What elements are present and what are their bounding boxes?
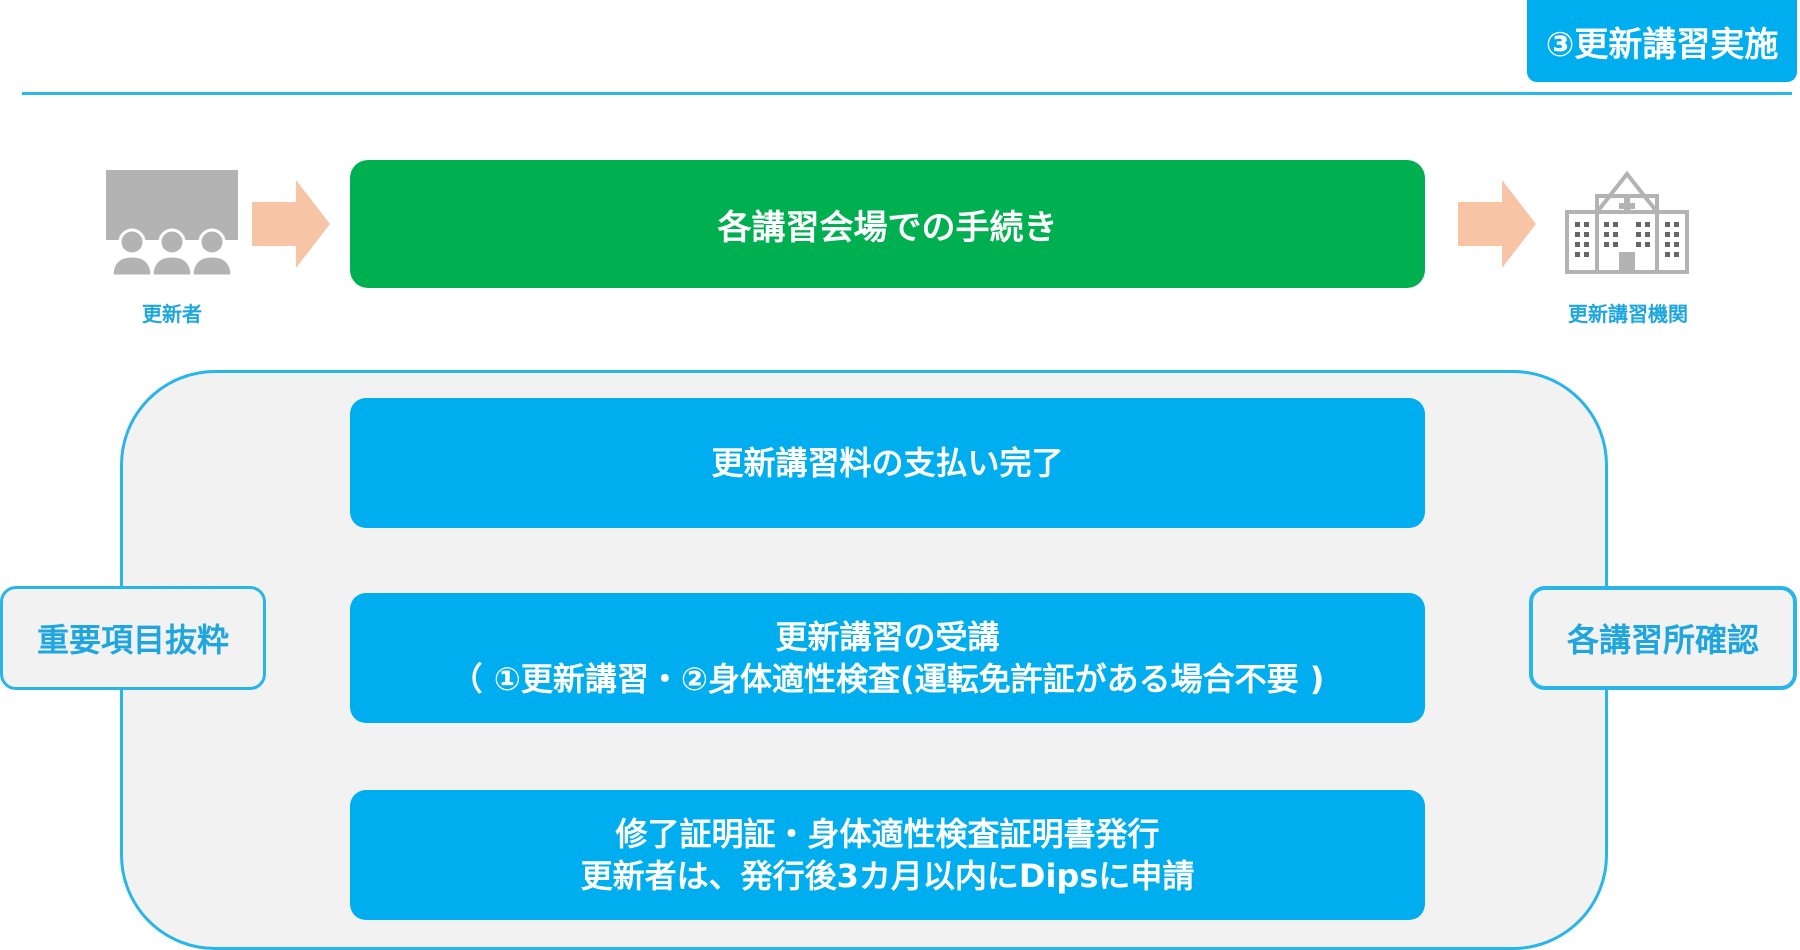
hospital-building-icon: [1565, 170, 1689, 274]
right-arrow-icon: [252, 180, 330, 268]
step-payment: 更新講習料の支払い完了: [350, 398, 1425, 528]
label-check-each-school: 各講習所確認: [1529, 586, 1797, 690]
step-text-line: 修了証明証・身体適性検査証明書発行: [615, 815, 1160, 853]
right-caption: 更新講習機関: [1568, 302, 1688, 326]
audience-icon: [106, 170, 238, 278]
label-important-excerpt: 重要項目抜粋: [0, 586, 266, 690]
step-attendance: 更新講習の受講 （ ①更新講習・②身体適性検査(運転免許証がある場合不要 ): [350, 593, 1425, 723]
header-divider: [22, 92, 1792, 95]
left-caption: 更新者: [142, 302, 202, 326]
main-step-box: 各講習会場での手続き: [350, 160, 1425, 288]
step-certificate: 修了証明証・身体適性検査証明書発行 更新者は、発行後3カ月以内にDipsに申請: [350, 790, 1425, 920]
step-text-line: （ ①更新講習・②身体適性検査(運転免許証がある場合不要 ): [450, 660, 1325, 698]
step-text-line: 更新者は、発行後3カ月以内にDipsに申請: [580, 857, 1195, 895]
right-arrow-icon: [1458, 180, 1536, 268]
step-text-line: 更新講習料の支払い完了: [711, 444, 1064, 482]
step-text-line: 更新講習の受講: [775, 618, 1000, 656]
step-badge: ③更新講習実施: [1527, 0, 1797, 82]
